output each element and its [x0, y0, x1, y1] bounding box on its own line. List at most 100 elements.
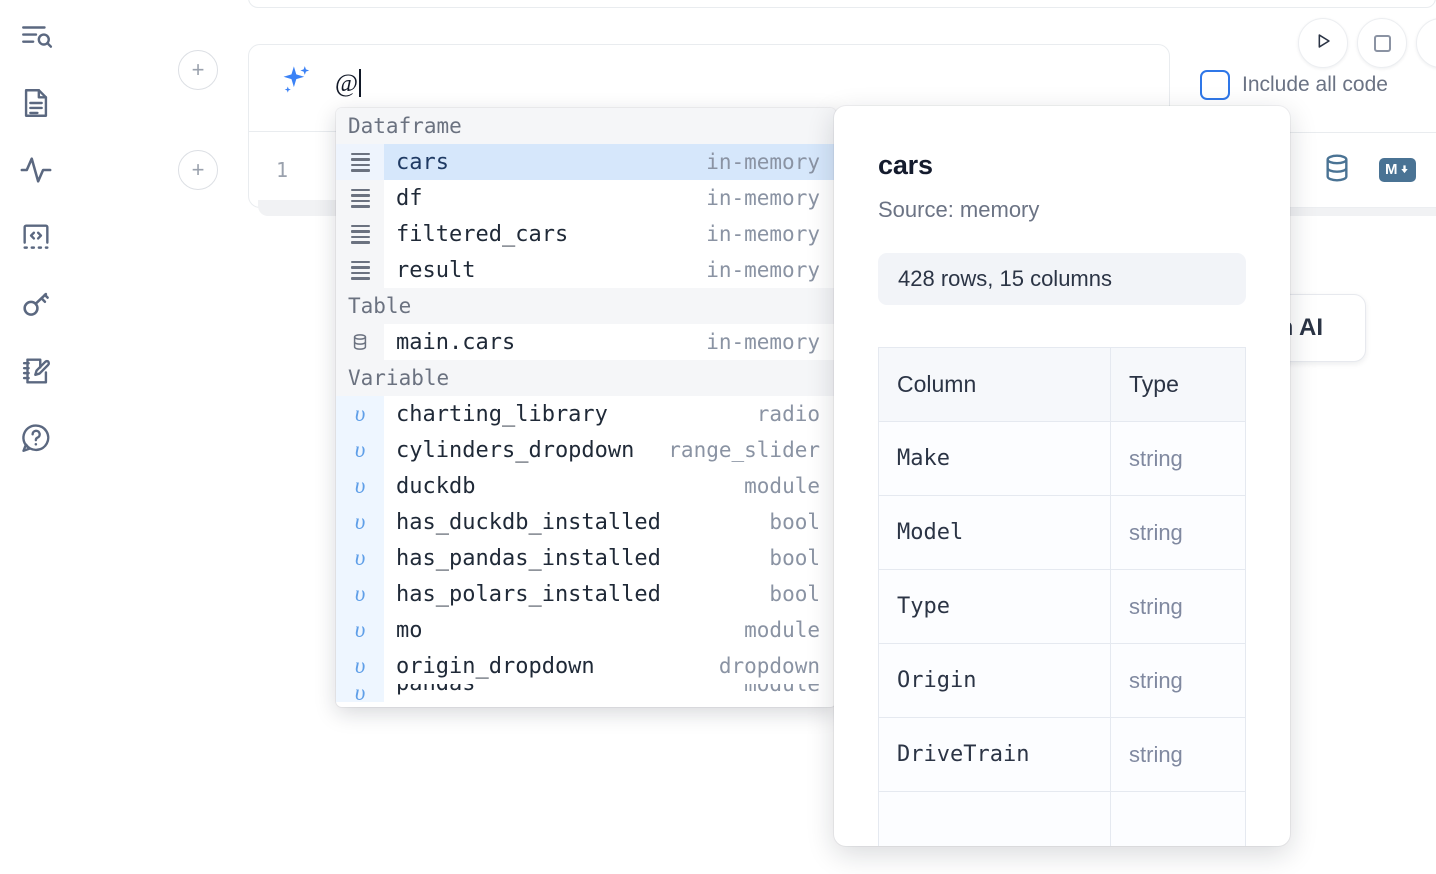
- autocomplete-item-name: cars: [396, 149, 449, 175]
- autocomplete-group-header: Variable: [336, 360, 836, 396]
- include-all-code-toggle[interactable]: Include all code: [1200, 70, 1388, 100]
- autocomplete-item-type: bool: [769, 546, 820, 570]
- column-name-cell: Type: [878, 569, 1111, 644]
- column-type-cell: string: [1110, 569, 1246, 644]
- file-explorer-icon: [19, 19, 53, 53]
- sidebar-rail: [0, 0, 72, 874]
- run-controls: [1298, 18, 1436, 68]
- sidebar-item-help[interactable]: [14, 416, 58, 460]
- autocomplete-item-name: origin_dropdown: [396, 653, 595, 679]
- autocomplete-item-type: in-memory: [706, 330, 820, 354]
- table-icon: [353, 334, 367, 350]
- sidebar-item-scratchpad[interactable]: [14, 349, 58, 393]
- preview-title: cars: [878, 150, 933, 180]
- autocomplete-item-name: has_pandas_installed: [396, 545, 661, 571]
- autocomplete-item-type: in-memory: [706, 186, 820, 210]
- add-cell-above-button[interactable]: +: [178, 50, 218, 90]
- dataframe-icon: [336, 180, 384, 216]
- autocomplete-item[interactable]: υpandasmodule: [336, 684, 836, 702]
- column-type-cell: string: [1110, 643, 1246, 718]
- help-icon: [19, 421, 53, 455]
- autocomplete-item-name: has_polars_installed: [396, 581, 661, 607]
- dataframe-icon: [350, 224, 370, 244]
- column-name-cell: [878, 791, 1111, 846]
- autocomplete-item-type: module: [744, 618, 820, 642]
- autocomplete-item-name: cylinders_dropdown: [396, 437, 635, 463]
- sidebar-item-activity[interactable]: [14, 148, 58, 192]
- activity-icon: [19, 153, 53, 187]
- autocomplete-item[interactable]: υ has_pandas_installed bool: [336, 540, 836, 576]
- stop-button[interactable]: [1357, 18, 1407, 68]
- sidebar-item-secrets[interactable]: [14, 282, 58, 326]
- markdown-icon[interactable]: M: [1379, 158, 1416, 182]
- variable-icon: υ: [336, 396, 384, 432]
- plus-icon: +: [191, 57, 205, 82]
- text-caret: [358, 69, 361, 97]
- column-type-cell: string: [1110, 495, 1246, 570]
- autocomplete-item[interactable]: cars in-memory: [336, 144, 836, 180]
- column-name-cell: Origin: [878, 643, 1111, 718]
- autocomplete-item-name: duckdb: [396, 473, 476, 499]
- sparkles-icon: [279, 63, 313, 97]
- dataframe-preview-panel: cars Source: memory 428 rows, 15 columns…: [834, 106, 1290, 846]
- variable-icon: υ: [336, 540, 384, 576]
- autocomplete-item-type: in-memory: [706, 150, 820, 174]
- autocomplete-item[interactable]: result in-memory: [336, 252, 836, 288]
- document-icon: [19, 86, 53, 120]
- include-all-code-checkbox[interactable]: [1200, 70, 1230, 100]
- autocomplete-item-type: in-memory: [706, 258, 820, 282]
- include-all-code-label: Include all code: [1242, 73, 1388, 96]
- autocomplete-item[interactable]: υ charting_library radio: [336, 396, 836, 432]
- variable-icon: υ: [336, 504, 384, 540]
- column-header: Column: [878, 347, 1111, 422]
- key-icon: [19, 287, 53, 321]
- dataframe-icon: [350, 260, 370, 280]
- add-cell-below-button[interactable]: +: [178, 150, 218, 190]
- sidebar-item-notebook[interactable]: [14, 81, 58, 125]
- variable-icon: υ: [336, 432, 384, 468]
- sidebar-item-snippets[interactable]: [14, 215, 58, 259]
- ai-prompt-input[interactable]: @: [335, 69, 361, 98]
- autocomplete-item-name: result: [396, 257, 476, 283]
- column-type-cell: [1110, 791, 1246, 846]
- autocomplete-item-type: range_slider: [668, 438, 820, 462]
- dataframe-icon: [350, 152, 370, 172]
- variable-icon: υ: [336, 648, 384, 684]
- autocomplete-item-type: module: [744, 684, 820, 696]
- database-icon[interactable]: [1321, 152, 1353, 189]
- variable-icon: υ: [336, 468, 384, 504]
- markdown-badge-letter: M: [1385, 161, 1398, 178]
- run-button[interactable]: [1298, 18, 1348, 68]
- autocomplete-item-name: has_duckdb_installed: [396, 509, 661, 535]
- preview-shape-badge: 428 rows, 15 columns: [878, 253, 1246, 305]
- autocomplete-item-name: charting_library: [396, 401, 608, 427]
- autocomplete-group-header: Dataframe: [336, 108, 836, 144]
- autocomplete-item-type: radio: [756, 402, 820, 426]
- autocomplete-item-name: pandas: [384, 684, 744, 702]
- autocomplete-item[interactable]: υ cylinders_dropdown range_slider: [336, 432, 836, 468]
- more-button[interactable]: [1416, 18, 1436, 68]
- variable-icon: υ: [336, 612, 384, 648]
- plus-icon: +: [191, 157, 205, 182]
- variable-icon: υ: [336, 576, 384, 612]
- dataframe-icon: [336, 252, 384, 288]
- sidebar-item-file-explorer[interactable]: [14, 14, 58, 58]
- ai-prompt-value: @: [335, 70, 359, 97]
- scratchpad-icon: [19, 354, 53, 388]
- autocomplete-group-header: Table: [336, 288, 836, 324]
- previous-cell-partial: [248, 0, 1436, 8]
